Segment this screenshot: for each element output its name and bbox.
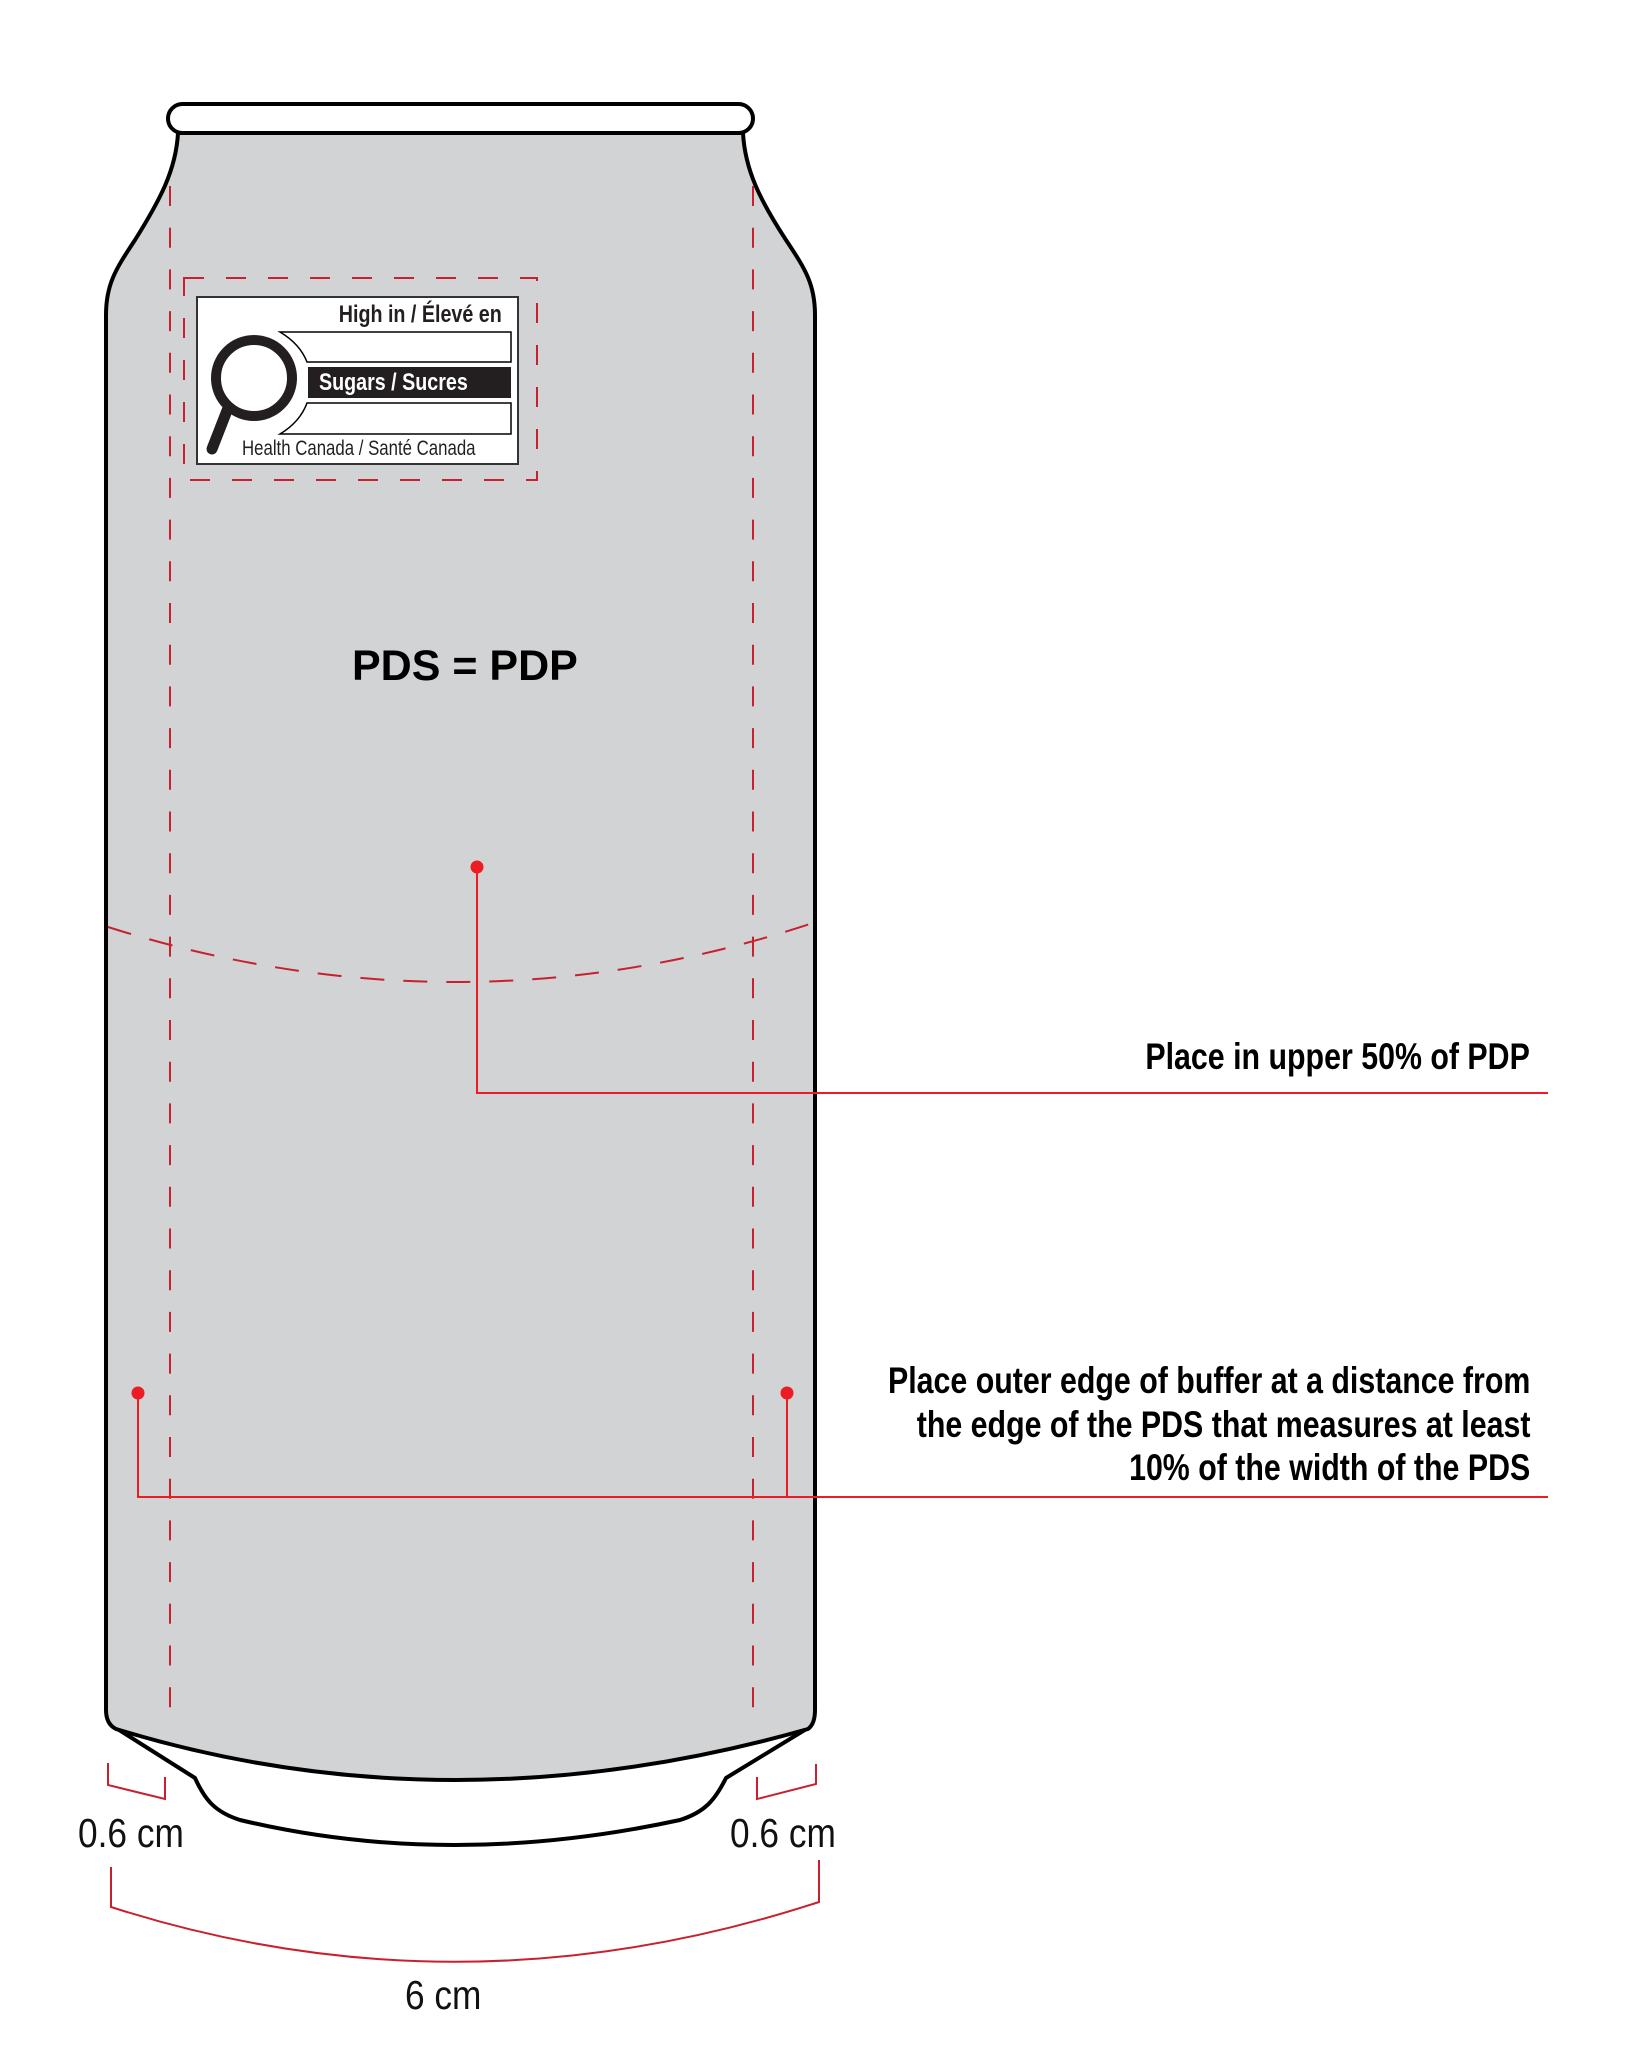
bar-top bbox=[277, 331, 512, 363]
buffer-annotation-line-1: Place outer edge of buffer at a distance… bbox=[887, 1360, 1530, 1401]
can-body bbox=[104, 131, 817, 1782]
buffer-annotation-line-3: 10% of the width of the PDS bbox=[1128, 1447, 1530, 1488]
left-buffer-dimension: 0.6 cm bbox=[78, 1810, 184, 1856]
symbol-nutrient: Sugars / Sucres bbox=[319, 369, 468, 396]
magnifying-glass-icon bbox=[206, 331, 303, 455]
symbol-footer: Health Canada / Santé Canada bbox=[242, 437, 476, 460]
symbol-buffer-box bbox=[183, 277, 538, 481]
width-bracket bbox=[110, 1860, 820, 1963]
total-width-dimension: 6 cm bbox=[405, 1972, 482, 2018]
upper-placement-annotation: Place in upper 50% of PDP bbox=[1145, 1036, 1530, 1077]
upper-placement-leader bbox=[476, 867, 1548, 1094]
buffer-annotation-line-2: the edge of the PDS that measures at lea… bbox=[916, 1404, 1530, 1445]
symbol-heading: High in / Élevé en bbox=[339, 301, 502, 328]
can-rim bbox=[166, 102, 755, 135]
bar-nutrient bbox=[308, 367, 511, 398]
pds-equals-pdp-title: PDS = PDP bbox=[352, 642, 578, 690]
left-buffer-bracket bbox=[107, 1763, 166, 1801]
right-buffer-dimension: 0.6 cm bbox=[730, 1810, 836, 1856]
front-of-pack-symbol bbox=[196, 296, 519, 465]
bar-bottom bbox=[277, 402, 512, 435]
buffer-leader bbox=[137, 1393, 1548, 1498]
right-buffer-bracket bbox=[756, 1764, 817, 1801]
upper-half-boundary bbox=[107, 922, 814, 983]
